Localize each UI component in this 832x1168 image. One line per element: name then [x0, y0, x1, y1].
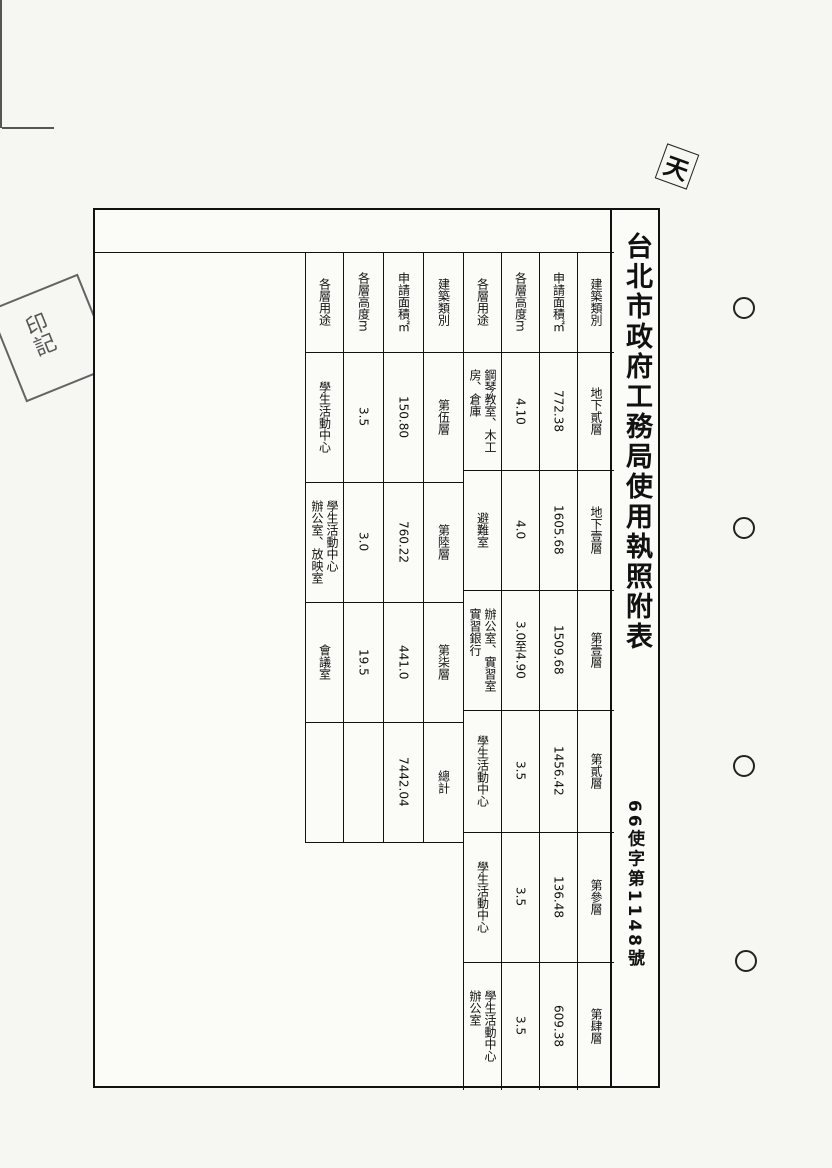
- scan-edge-line: [0, 0, 2, 128]
- table-rule: [463, 962, 614, 963]
- floor-area: 150.80: [396, 396, 411, 438]
- floor-height: 4.10: [513, 397, 528, 425]
- header-use: 各層用途: [475, 278, 490, 326]
- table-rule: [423, 252, 424, 842]
- floor-use: 鋼琴教室、木工 房、倉庫: [468, 369, 497, 453]
- table-rule: [463, 590, 614, 591]
- floor-name: 第柒層: [436, 644, 451, 680]
- floor-area: 1509.68: [551, 625, 566, 675]
- floor-name: 第陸層: [436, 524, 451, 560]
- floor-height: 3.5: [513, 761, 528, 781]
- binder-hole: [733, 297, 755, 319]
- floor-height: 3.0至4.90: [513, 621, 528, 679]
- binder-hole: [735, 950, 757, 972]
- floor-height: 3.5: [513, 887, 528, 907]
- floor-table-upper-floors: 建築類別 申請面積㎡ 各層高度m 各層用途 第伍層 150.80 3.5 學生活…: [305, 252, 463, 843]
- floor-name: 第貳層: [589, 753, 603, 789]
- floor-area: 609.38: [551, 1005, 566, 1047]
- table-rule: [539, 252, 540, 1090]
- table-rule: [305, 252, 306, 842]
- floor-use: 學生活動中心: [317, 381, 332, 453]
- floor-name: 地下壹層: [589, 506, 603, 554]
- table-rule: [463, 352, 614, 353]
- floor-area: 1605.68: [551, 505, 566, 555]
- table-rule: [501, 252, 502, 1090]
- floor-use: 學生活動中心 辦公室: [468, 990, 497, 1062]
- floor-use: 辦公室、實習室 實習銀行: [468, 608, 497, 692]
- scan-dash-line: [2, 127, 54, 129]
- header-height: 各層高度m: [513, 272, 528, 332]
- table-rule: [305, 602, 463, 603]
- table-rule: [305, 722, 463, 723]
- floor-use: 避難室: [475, 512, 490, 548]
- floor-name: 第壹層: [589, 632, 603, 668]
- table-rule: [463, 832, 614, 833]
- header-area: 申請面積㎡: [396, 272, 411, 332]
- sheet-rule: [95, 252, 614, 253]
- header-area: 申請面積㎡: [551, 272, 566, 332]
- table-rule: [463, 470, 614, 471]
- floor-name: 總計: [436, 770, 451, 794]
- table-rule: [463, 710, 614, 711]
- floor-area: 441.0: [396, 644, 411, 680]
- floor-use: 學生活動中心: [475, 735, 490, 807]
- title-column: 台北市政府工務局使用執照附表 66使字第1148號: [610, 210, 658, 1086]
- header-building-type: 建築類別: [589, 278, 603, 326]
- floor-area: 760.22: [396, 521, 411, 563]
- table-rule: [383, 252, 384, 842]
- floor-height: 3.5: [356, 407, 371, 427]
- floor-use: 會議室: [317, 644, 332, 680]
- floor-area: 772.38: [551, 390, 566, 432]
- header-use: 各層用途: [317, 278, 332, 326]
- floor-area: 136.48: [551, 876, 566, 918]
- floor-table-main: 建築類別 申請面積㎡ 各層高度m 各層用途 地下貳層 772.38 4.10 鋼…: [463, 252, 614, 1090]
- floor-name: 地下貳層: [589, 387, 603, 435]
- floor-name: 第伍層: [436, 399, 451, 435]
- table-rule: [305, 352, 463, 353]
- header-building-type: 建築類別: [436, 278, 451, 326]
- floor-use: 學生活動中心 辦公室、放映室: [310, 500, 339, 584]
- floor-use: [305, 722, 343, 842]
- binder-hole: [733, 755, 755, 777]
- permit-attachment-sheet: 台北市政府工務局使用執照附表 66使字第1148號 建築類別 申請面積㎡ 各層高…: [93, 208, 660, 1090]
- floor-height: 3.5: [513, 1016, 528, 1036]
- floor-name: 第參層: [589, 879, 603, 915]
- floor-height: 19.5: [356, 648, 371, 676]
- floor-area: 7442.04: [396, 757, 411, 807]
- floor-use: 學生活動中心: [475, 861, 490, 933]
- binder-hole: [733, 517, 755, 539]
- permit-number: 66使字第1148號: [624, 800, 644, 969]
- floor-name: 第肆層: [589, 1008, 603, 1044]
- floor-height: [343, 722, 383, 842]
- corner-mark: 天: [654, 143, 700, 190]
- table-rule: [305, 842, 463, 843]
- page-title: 台北市政府工務局使用執照附表: [621, 232, 652, 652]
- table-rule: [577, 252, 578, 1090]
- header-height: 各層高度m: [356, 272, 371, 332]
- floor-area: 1456.42: [551, 746, 566, 796]
- table-rule: [305, 482, 463, 483]
- table-rule: [463, 252, 464, 1090]
- floor-height: 3.0: [356, 532, 371, 552]
- floor-height: 4.0: [513, 520, 528, 540]
- table-rule: [343, 252, 344, 842]
